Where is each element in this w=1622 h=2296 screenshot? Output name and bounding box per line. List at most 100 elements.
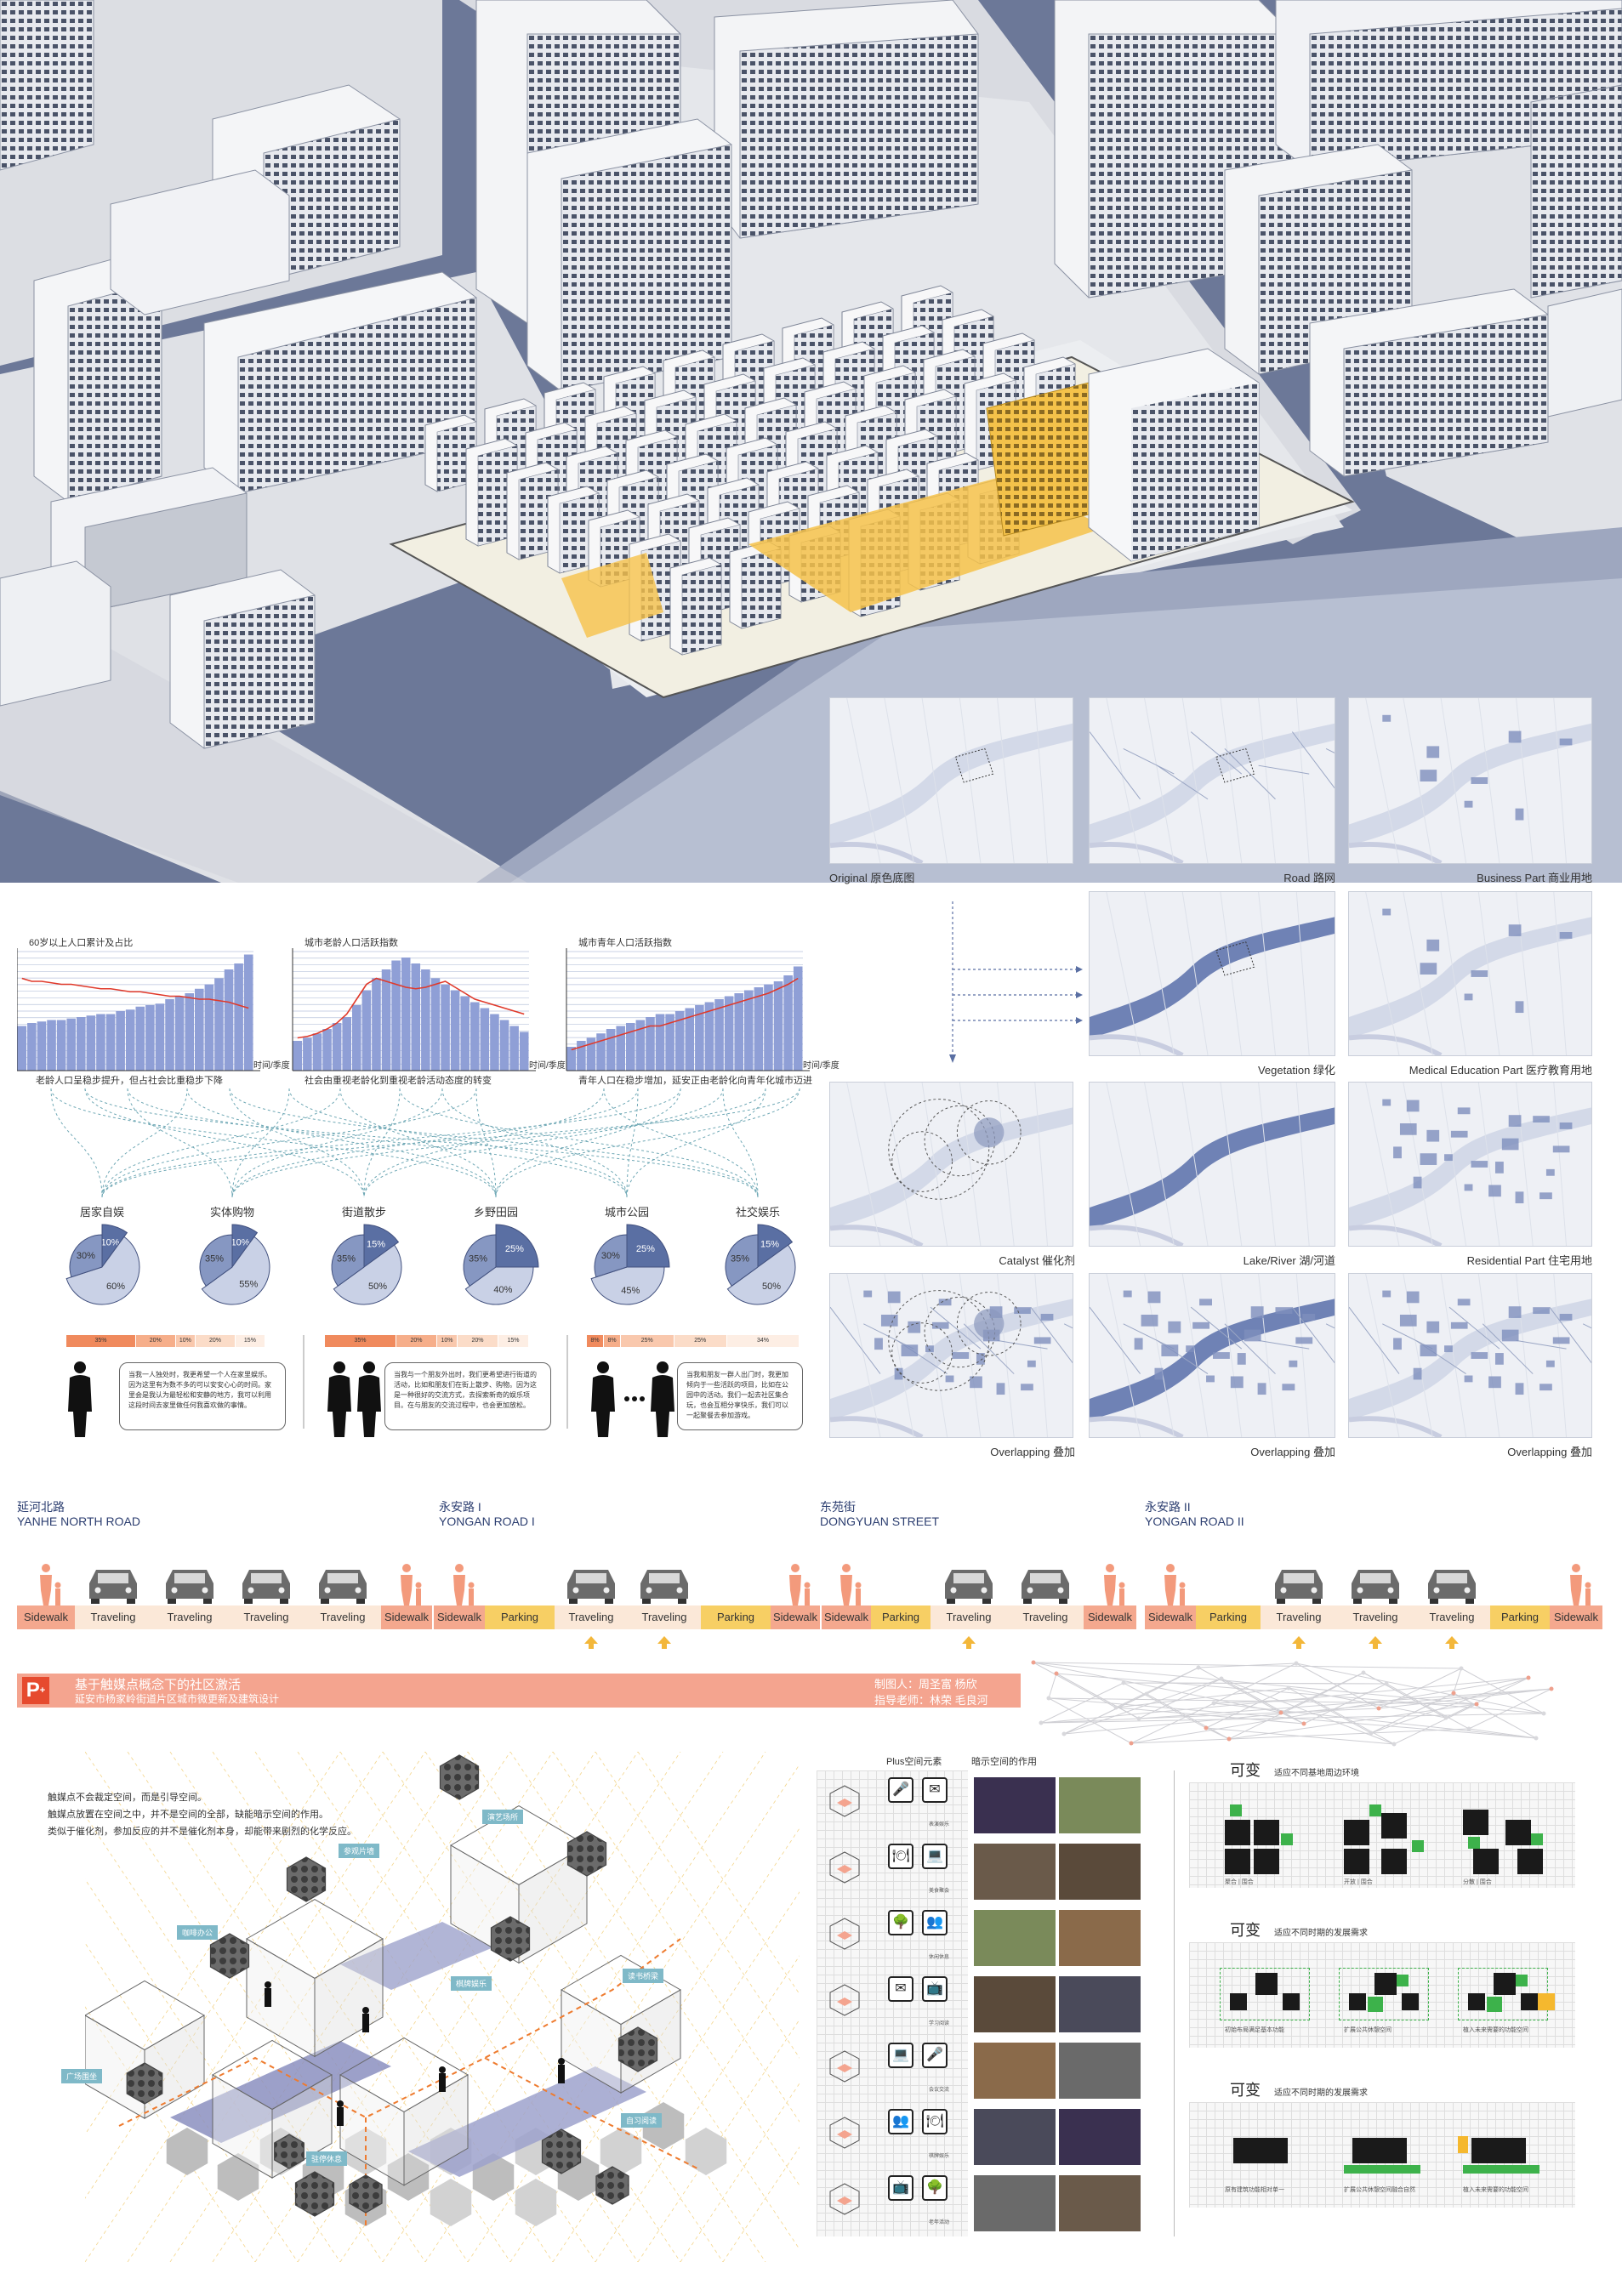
banner-logo: P+	[22, 1677, 49, 1704]
bar	[135, 1006, 145, 1071]
strip-segment: 25%	[621, 1335, 674, 1347]
car-icon	[242, 1570, 290, 1604]
chart-2-title: 城市老龄人口活跃指数	[304, 938, 398, 948]
map-original	[829, 697, 1073, 864]
pie-slice-label: 40%	[493, 1285, 512, 1295]
pie-chart: 25%45%30%	[590, 1224, 670, 1305]
tag-study: 自习阅读	[621, 2113, 663, 2128]
map-caption-lake: Lake/River 湖/河道	[1243, 1254, 1335, 1267]
map-catalyst	[829, 1082, 1073, 1247]
chart-3-title: 城市青年人口活跃指数	[578, 938, 672, 948]
pedestrian-icon	[1570, 1564, 1591, 1605]
lane-traveling: Traveling	[1337, 1605, 1414, 1629]
bar	[421, 969, 430, 1071]
activity-icon: 📺	[922, 1976, 948, 2002]
pedestrian-icon	[1164, 1564, 1186, 1605]
activity-icon: 🎤	[922, 2043, 948, 2068]
pie-slice-label: 35%	[205, 1253, 224, 1264]
bar	[47, 1020, 56, 1071]
variable-subheading: 适应不同基地周边环境	[1274, 1769, 1359, 1778]
strip-segment: 35%	[325, 1335, 396, 1347]
lane-sidewalk: Sidewalk	[771, 1605, 820, 1629]
pie-slice	[331, 1234, 365, 1287]
pie-slice	[757, 1224, 794, 1268]
pie-slice	[626, 1224, 670, 1268]
bar	[174, 996, 185, 1071]
plus-caption: 美食聚会	[928, 1889, 949, 1894]
pie-chart: 10%55%35%	[199, 1224, 270, 1305]
map-overlap-1	[829, 1273, 1073, 1438]
bar	[665, 1014, 674, 1071]
pie-slice	[594, 1234, 628, 1278]
pie-slice-label: 30%	[77, 1251, 95, 1261]
variable-diagram: 聚合 | 围合	[1225, 1803, 1318, 1885]
bar	[411, 963, 421, 1071]
chart-1	[17, 948, 260, 1071]
map-residential	[1348, 1082, 1592, 1247]
lane-traveling: Traveling	[151, 1605, 228, 1629]
quote-bubble-1: 当我一人独处时，我更希望一个人在家里娱乐。因为这里有为数不多的可以安安心心的时间…	[119, 1362, 286, 1430]
variable-diagram: 初始布局满足基本功能	[1220, 1963, 1318, 2033]
pie-slice	[726, 1244, 796, 1305]
pie-slice-label: 25%	[505, 1244, 524, 1254]
bar	[450, 990, 460, 1071]
pie-slice-label: 50%	[368, 1282, 387, 1292]
lane-parking: Parking	[1490, 1605, 1550, 1629]
map-caption-overlap-3: Overlapping 叠加	[1507, 1446, 1592, 1458]
car-icon	[319, 1570, 367, 1604]
up-arrow-icon	[1292, 1636, 1306, 1649]
activity-photo	[1059, 2175, 1141, 2231]
pie-slice	[65, 1236, 140, 1305]
pedestrian-icon	[840, 1564, 862, 1605]
activity-icon: 👥	[922, 1910, 948, 1935]
map-caption-residential: Residential Part 住宅用地	[1466, 1254, 1592, 1267]
lane-parking: Parking	[485, 1605, 555, 1629]
bar	[214, 978, 224, 1071]
car-icon	[567, 1570, 615, 1604]
lane-sidewalk: Sidewalk	[1084, 1605, 1136, 1629]
strip-segment: 25%	[674, 1335, 727, 1347]
lane-traveling: Traveling	[304, 1605, 381, 1629]
parking-space	[871, 1560, 931, 1605]
lane-traveling: Traveling	[1414, 1605, 1490, 1629]
bar	[685, 1008, 695, 1071]
bar	[401, 958, 411, 1071]
bar	[734, 993, 743, 1071]
plus-caption: 休闲休息	[928, 1955, 949, 1960]
bar	[655, 1014, 665, 1071]
pie-slice-label: 60%	[106, 1282, 125, 1292]
lane-sidewalk: Sidewalk	[822, 1605, 871, 1629]
strip-segment: 8%	[587, 1335, 604, 1347]
pie-chart: 15%50%35%	[331, 1224, 402, 1305]
variable-subheading: 适应不同时期的发展需求	[1274, 2089, 1368, 2098]
car-icon	[640, 1570, 688, 1604]
bar	[754, 987, 764, 1071]
bar	[430, 978, 441, 1071]
bar	[626, 1023, 635, 1071]
variable-diagram: 扩展公共休憩空间	[1339, 1963, 1437, 2033]
map-caption-medical: Medical Education Part 医疗教育用地	[1409, 1064, 1592, 1077]
up-arrow-icon	[1369, 1636, 1382, 1649]
share-strip-3: 8%8%25%25%34%	[587, 1335, 800, 1347]
lane-traveling: Traveling	[931, 1605, 1007, 1629]
trend-line	[297, 977, 525, 1039]
plus-caption: 会议交流	[928, 2088, 949, 2093]
lane-traveling: Traveling	[555, 1605, 628, 1629]
strip-segment: 20%	[396, 1335, 437, 1347]
activity-icon: 🎤	[888, 1777, 913, 1803]
activity-icon: 💻	[888, 2043, 913, 2068]
lane-traveling: Traveling	[628, 1605, 701, 1629]
bar	[764, 984, 773, 1071]
person-icon	[68, 1361, 92, 1437]
bar	[490, 1014, 499, 1071]
plus-caption: 学习阅读	[928, 2021, 949, 2026]
activity-photo	[974, 1777, 1056, 1833]
trend-line	[21, 977, 249, 1009]
bar	[185, 993, 194, 1071]
strip-segment: 20%	[458, 1335, 498, 1347]
pie-slice	[495, 1224, 539, 1268]
activity-icon: ✉	[888, 1976, 913, 2002]
